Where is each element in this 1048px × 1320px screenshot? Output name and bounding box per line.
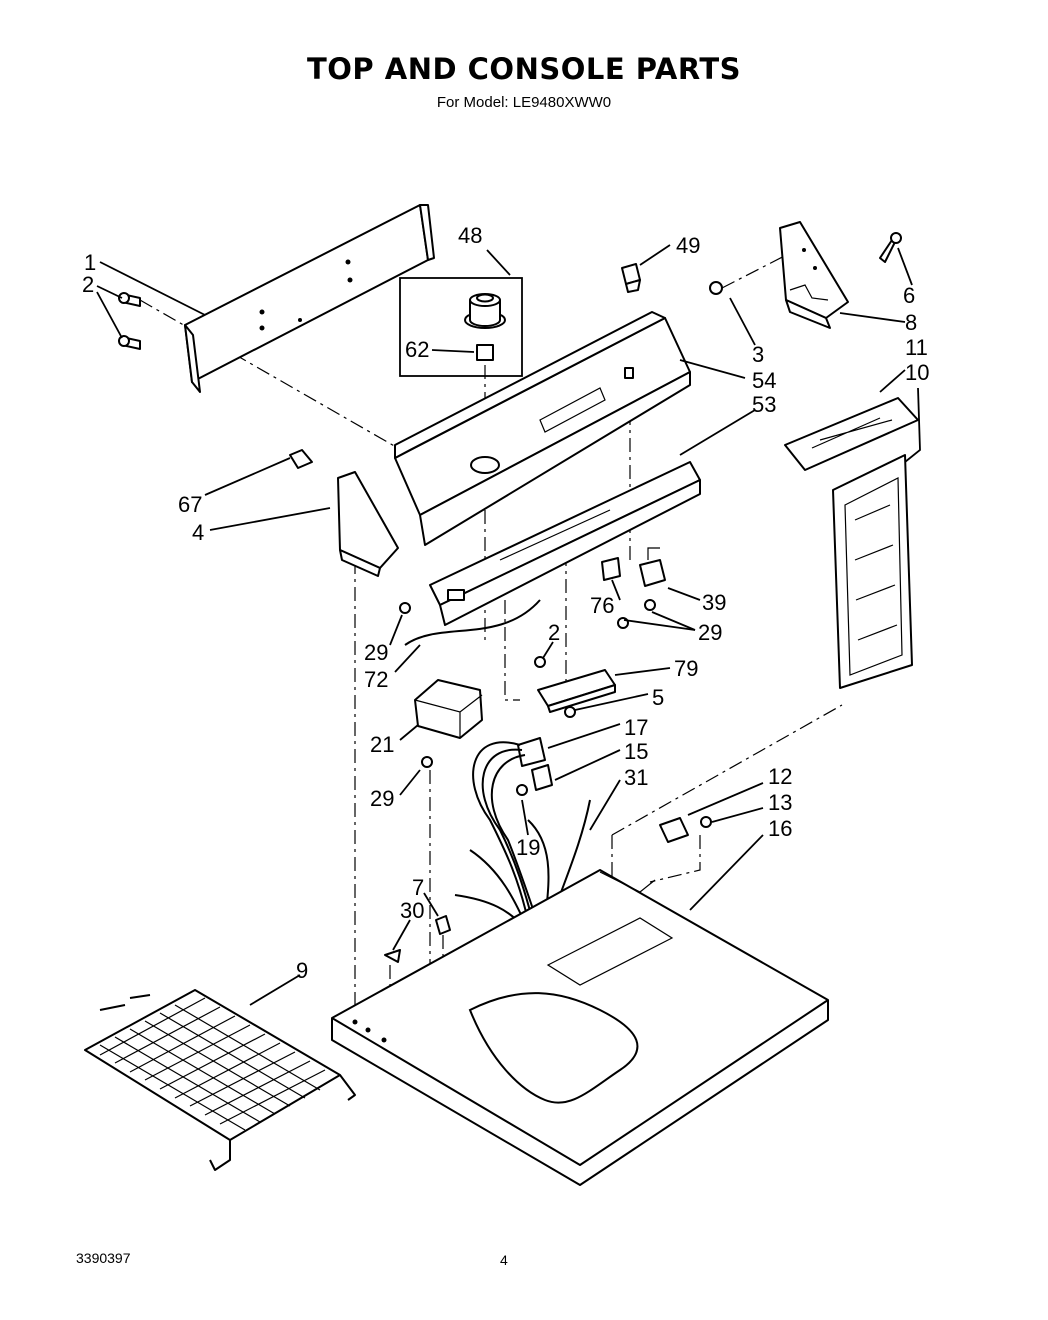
callout-16: 16 bbox=[768, 816, 792, 841]
part-39-switch bbox=[639, 547, 666, 587]
callout-2-b: 2 bbox=[548, 620, 560, 645]
callout-39: 39 bbox=[702, 590, 726, 615]
callout-29-a: 29 bbox=[698, 620, 722, 645]
part-30-clip bbox=[384, 949, 401, 963]
callout-10: 10 bbox=[905, 360, 929, 385]
callout-79: 79 bbox=[674, 656, 698, 681]
part-54-console-panel bbox=[394, 311, 691, 546]
callout-labels: 1 2 48 49 6 8 3 54 53 11 10 62 67 4 39 7… bbox=[82, 223, 929, 983]
callout-2: 2 bbox=[82, 272, 94, 297]
part-17-connector bbox=[517, 737, 546, 767]
part-7-clip bbox=[435, 915, 451, 935]
callout-54: 54 bbox=[752, 368, 776, 393]
callout-6: 6 bbox=[903, 283, 915, 308]
part-2-screws bbox=[118, 292, 141, 350]
callout-19: 19 bbox=[516, 835, 540, 860]
part-13-screw bbox=[700, 816, 712, 828]
part-15-bracket bbox=[531, 764, 553, 791]
page-title: TOP AND CONSOLE PARTS bbox=[306, 52, 742, 86]
part-10-filter-screen bbox=[832, 454, 913, 689]
callout-8: 8 bbox=[905, 310, 917, 335]
part-76-switch bbox=[601, 557, 621, 581]
alignment-lines bbox=[139, 247, 843, 1048]
part-48-knob-group bbox=[399, 277, 523, 377]
part-8-end-cap bbox=[779, 221, 849, 329]
callout-53: 53 bbox=[752, 392, 776, 417]
part-53-console-support bbox=[429, 461, 701, 626]
callout-7: 7 bbox=[412, 875, 424, 900]
callout-62: 62 bbox=[405, 337, 429, 362]
callout-17: 17 bbox=[624, 715, 648, 740]
part-67-clip bbox=[289, 449, 313, 469]
page-number: 4 bbox=[500, 1252, 508, 1268]
part-72-wire bbox=[404, 599, 541, 646]
part-3-screw bbox=[709, 281, 723, 295]
callout-21: 21 bbox=[370, 732, 394, 757]
callout-13: 13 bbox=[768, 790, 792, 815]
callout-31: 31 bbox=[624, 765, 648, 790]
callout-76: 76 bbox=[590, 593, 614, 618]
leader-lines bbox=[96, 244, 921, 1006]
callout-11: 11 bbox=[905, 335, 928, 360]
part-12-latch bbox=[659, 817, 689, 843]
part-11-filter-cover bbox=[784, 397, 919, 471]
callout-67: 67 bbox=[178, 492, 202, 517]
callout-49: 49 bbox=[676, 233, 700, 258]
callout-29-c: 29 bbox=[370, 786, 394, 811]
callout-30: 30 bbox=[400, 898, 424, 923]
callout-15: 15 bbox=[624, 739, 648, 764]
part-49-clip bbox=[621, 263, 641, 293]
callout-5: 5 bbox=[652, 685, 664, 710]
callout-12: 12 bbox=[768, 764, 792, 789]
model-subtitle: For Model: LE9480XWW0 bbox=[436, 94, 612, 111]
document-number: 3390397 bbox=[76, 1250, 131, 1266]
part-6-screw bbox=[879, 232, 902, 263]
part-16-top-panel bbox=[331, 869, 829, 1186]
callout-72: 72 bbox=[364, 667, 388, 692]
callout-1: 1 bbox=[84, 250, 96, 275]
callout-9: 9 bbox=[296, 958, 308, 983]
part-21-timer bbox=[414, 679, 483, 739]
callout-4: 4 bbox=[192, 520, 204, 545]
part-4-end-cap bbox=[337, 471, 399, 577]
part-79-control-board bbox=[537, 669, 616, 713]
callout-29-b: 29 bbox=[364, 640, 388, 665]
part-9-heater-element bbox=[84, 989, 356, 1171]
callout-3: 3 bbox=[752, 342, 764, 367]
part-1-rear-bracket bbox=[184, 204, 435, 393]
callout-48: 48 bbox=[458, 223, 482, 248]
